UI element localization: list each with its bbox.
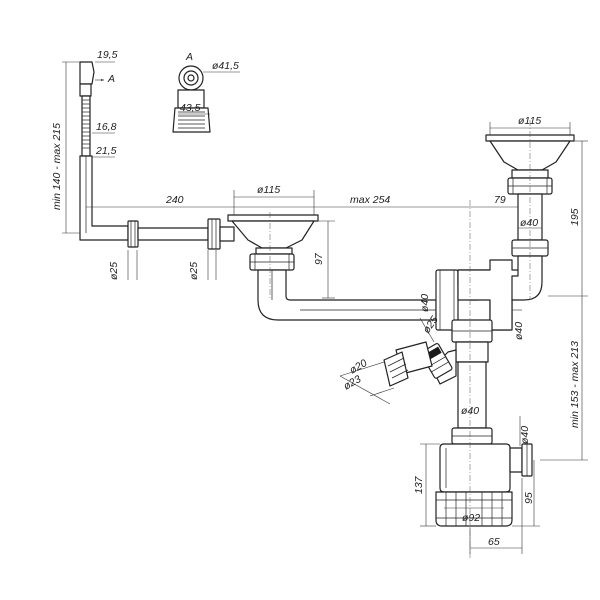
hose-diameter-20-label: ø20 (348, 357, 370, 377)
pipe-diameter-left-label: ø25 (108, 262, 120, 280)
right-vertical-195-label: 195 (569, 208, 581, 226)
corrugation-lines (82, 99, 90, 149)
outlet-diameter-label: ø40 (519, 426, 531, 444)
strainer-drop-97-label: 97 (313, 252, 325, 265)
horizontal-240-label: 240 (165, 194, 184, 206)
overflow-top-width-label: 19,5 (97, 49, 118, 61)
trap-height-137-label: 137 (413, 475, 425, 494)
cross-pipe-diameter-label: ø40 (419, 294, 431, 312)
trap-offset-95-label: 95 (523, 492, 535, 504)
view-marker-a: A (107, 73, 115, 85)
cross-pipe (257, 269, 437, 321)
pipe-diameter-mid-label: ø25 (188, 262, 200, 280)
overflow-height-range-label: min 140 - max 215 (51, 123, 63, 210)
detail-height-label: 43,5 (180, 102, 201, 114)
strainer-diameter-right-label: ø115 (518, 115, 541, 127)
trap-width-65-label: 65 (488, 536, 500, 548)
tee-side-diameter-label: ø40 (513, 322, 525, 340)
left-strainer (227, 214, 319, 271)
hose-diameter-23-label: ø23 (342, 373, 364, 393)
detail-view-marker: A (185, 51, 193, 63)
right-height-range-label: min 153 - max 213 (569, 341, 581, 428)
bottle-trap (435, 443, 533, 527)
trap-stem (451, 361, 493, 445)
overflow-body-width-label: 21,5 (95, 145, 117, 157)
side-branch (383, 341, 457, 387)
trap-bottom-diameter-label: ø92 (462, 512, 480, 524)
right-offset-79-label: 79 (494, 194, 506, 206)
detail-outer-diameter-label: ø41,5 (212, 60, 239, 72)
detail-view-a: A (172, 51, 211, 133)
overflow-ring-width-label: 16,8 (96, 121, 117, 133)
inlet-pipe-25 (127, 218, 235, 250)
strainer-diameter-left-label: ø115 (257, 184, 280, 196)
horizontal-max-254-label: max 254 (350, 194, 390, 206)
right-tube-diameter-label: ø40 (520, 217, 538, 229)
